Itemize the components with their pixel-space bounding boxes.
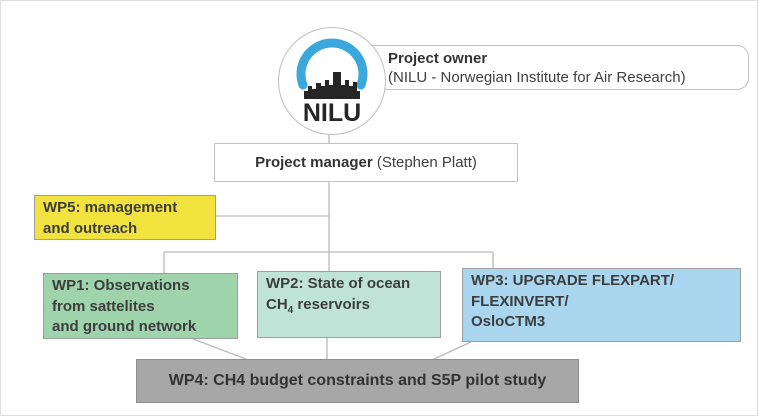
wp1-line-3: and ground network	[52, 318, 197, 335]
project-owner-box: Project owner (NILU - Norwegian Institut…	[361, 45, 749, 90]
project-owner-title: Project owner	[388, 50, 488, 67]
wp1-box: WP1: Observations from sattelites and gr…	[43, 273, 238, 339]
project-manager-name: (Stephen Platt)	[372, 154, 477, 171]
wp2-box: WP2: State of ocean CH4 reservoirs	[257, 271, 441, 338]
wp5-line-2: and outreach	[43, 219, 138, 237]
wp5-box: WP5: management and outreach	[34, 195, 216, 240]
project-manager-box: Project manager (Stephen Platt)	[214, 143, 518, 182]
project-owner-subtitle: (NILU - Norwegian Institute for Air Rese…	[388, 69, 686, 86]
wp4-label: WP4: CH4 budget constraints and S5P pilo…	[168, 371, 547, 389]
wp3-line-3: OsloCTM3	[471, 313, 546, 330]
nilu-logo-text: NILU	[303, 99, 361, 127]
ch4-subscript: 4	[287, 304, 294, 316]
project-manager-title: Project manager	[255, 154, 373, 171]
wp1-line-1: WP1: Observations	[52, 277, 190, 294]
wp1-line-2: from sattelites	[52, 297, 155, 315]
wp3-line-1: WP3: UPGRADE FLEXPART/	[471, 272, 675, 289]
wp2-line-1: WP2: State of ocean	[266, 275, 411, 292]
wp3-box: WP3: UPGRADE FLEXPART/ FLEXINVERT/ OsloC…	[462, 268, 741, 342]
wp4-box: WP4: CH4 budget constraints and S5P pilo…	[136, 359, 579, 403]
nilu-logo-icon: NILU	[296, 38, 368, 127]
wp5-line-1: WP5: management	[43, 199, 178, 216]
wp3-line-2: FLEXINVERT/	[471, 292, 569, 310]
wp2-line-2: CH4 reservoirs	[266, 295, 370, 316]
nilu-logo: NILU	[278, 27, 386, 135]
